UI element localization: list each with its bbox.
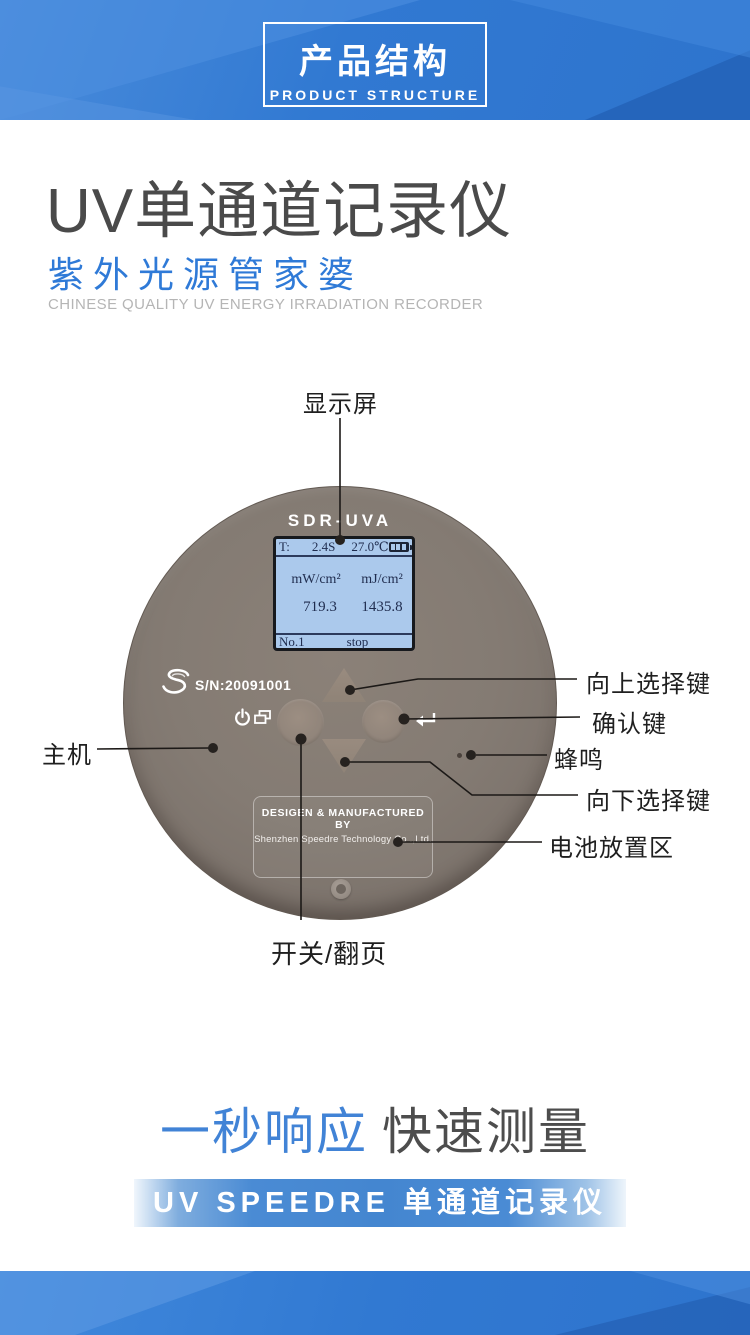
callout-buzzer: 蜂鸣	[554, 747, 604, 774]
speedre-logo-icon	[162, 668, 190, 694]
page-subtitle: PRODUCT STRUCTURE	[269, 87, 481, 103]
plate-line1: DESIGEN & MANUFACTURED BY	[261, 807, 425, 831]
header-title-box: 产品结构 PRODUCT STRUCTURE	[263, 22, 487, 107]
lcd-bottom-row: No.1 stop	[276, 633, 412, 649]
header-banner: 产品结构 PRODUCT STRUCTURE	[0, 0, 750, 120]
buzzer-hole-icon	[457, 753, 462, 758]
confirm-button	[362, 700, 405, 743]
power-icon	[235, 708, 250, 726]
product-title: UV单通道记录仪	[46, 177, 513, 246]
lcd-sample-time: 2.4S	[311, 539, 336, 554]
lcd-unit-right: mJ/cm²	[361, 572, 403, 587]
lcd-channel: No.1	[279, 633, 305, 649]
callout-host: 主机	[42, 742, 92, 769]
callout-up-key: 向上选择键	[586, 671, 711, 698]
lcd-value-right: 1435.8	[361, 599, 403, 615]
page-turn-icon	[254, 710, 271, 724]
device-model-label: SDR-UVA	[287, 511, 393, 530]
down-select-button	[322, 739, 366, 773]
battery-icon	[388, 542, 413, 552]
serial-number: S/N:20091001	[195, 677, 292, 693]
battery-plate: DESIGEN & MANUFACTURED BY Shenzhen Speed…	[253, 796, 433, 878]
callout-power-key: 开关/翻页	[271, 939, 388, 969]
lcd-status-row: T: 2.4S 27.0℃	[276, 539, 413, 557]
callout-down-key: 向下选择键	[586, 788, 711, 815]
screw-icon	[331, 879, 351, 899]
power-page-button	[277, 699, 324, 746]
up-select-button	[322, 668, 366, 702]
tagline: 一秒响应快速测量	[0, 1092, 750, 1164]
tagline-dark: 快速测量	[382, 1104, 590, 1160]
lcd-value-left: 719.3	[303, 599, 337, 615]
lcd-unit-left: mW/cm²	[291, 572, 341, 587]
lcd-temperature: 27.0℃	[351, 539, 389, 554]
lcd-status-text: stop	[346, 633, 369, 649]
enter-arrow-icon	[416, 713, 436, 727]
page-title: 产品结构	[299, 43, 451, 81]
plate-line2: Shenzhen Speedre Technology Co .,Ltd.	[254, 834, 432, 845]
device-body: SDR-UVA T: 2.4S 27.0℃ mW/cm² mJ/cm² 719.…	[123, 486, 557, 920]
lcd-t-label: T:	[279, 539, 290, 554]
bottom-banner: UV SPEEDRE 单通道记录仪	[134, 1179, 626, 1227]
lcd-screen: T: 2.4S 27.0℃ mW/cm² mJ/cm² 719.3 1435.8…	[273, 536, 415, 651]
callout-battery-area: 电池放置区	[549, 835, 674, 862]
footer-banner	[0, 1271, 750, 1335]
product-caption: CHINESE QUALITY UV ENERGY IRRADIATION RE…	[48, 296, 484, 313]
callout-confirm-key: 确认键	[592, 711, 667, 738]
product-slogan: 紫外光源管家婆	[48, 254, 364, 295]
tagline-blue: 一秒响应	[160, 1104, 368, 1160]
callout-display: 显示屏	[303, 391, 378, 418]
